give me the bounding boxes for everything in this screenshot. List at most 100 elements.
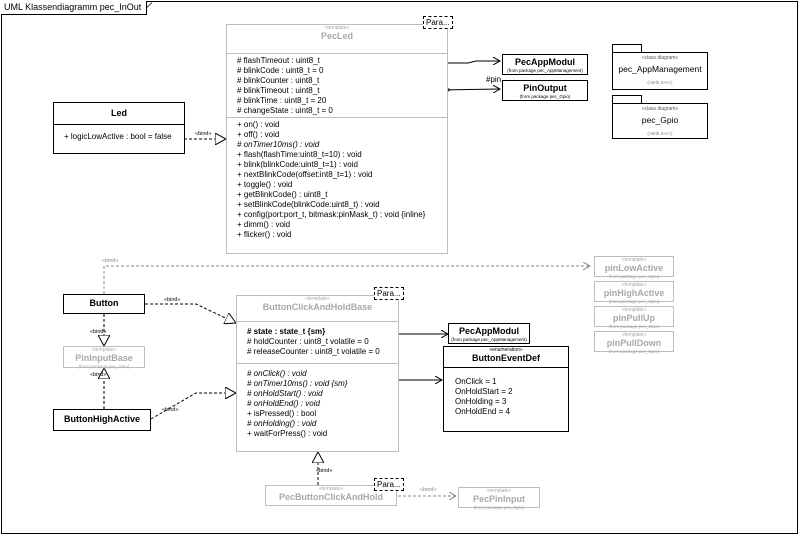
attribute: # flashTimeout : uint8_t	[237, 56, 320, 65]
class-name: PecButtonClickAndHold	[278, 492, 383, 502]
class-led[interactable]: Led + logicLowActive : bool = false	[53, 102, 185, 154]
package-origin: (from package pec_Gpio)	[473, 505, 525, 510]
enum-literal: OnHoldStart = 2	[455, 387, 513, 396]
class-name: PecLed	[320, 31, 353, 41]
package-name: pec_Gpio	[641, 115, 679, 125]
class-buttonclickandholdbase[interactable]: «template» ButtonClickAndHoldBase # stat…	[236, 295, 399, 452]
class-button[interactable]: Button	[63, 294, 145, 314]
class-stereotype: «template»	[318, 486, 344, 492]
attribute-list: # flashTimeout : uint8_t # blinkCode : u…	[227, 54, 447, 118]
bind-label: «bind»	[90, 372, 107, 378]
class-pinpulldown[interactable]: «template» pinPullDown (from package pec…	[594, 331, 674, 354]
package-tab	[612, 95, 642, 104]
edge-pecled-to-appmodul	[447, 61, 500, 63]
class-name: pinPullUp	[613, 313, 655, 323]
operation: + blink(blinkCode:uint8_t=1) : void	[237, 160, 358, 169]
operation: + flicker() : void	[237, 230, 292, 239]
operation: + on() : void	[237, 120, 280, 129]
package-footer: (Attrib 0>>>)	[647, 80, 673, 85]
attribute: # holdCounter : uint8_t volatile = 0	[247, 337, 369, 346]
package-name: pec_AppManagement	[618, 64, 702, 74]
package-origin: (from package pec_Gpio)	[608, 349, 660, 354]
package-pec-appmanagement[interactable]: «class diagram» pec_AppManagement (Attri…	[612, 52, 708, 90]
class-name: ButtonClickAndHoldBase	[262, 302, 373, 312]
operation: + dimm() : void	[237, 220, 291, 229]
operation: + flash(flashTime:uint8_t=10) : void	[237, 150, 362, 159]
package-origin: (from package pec_Gpio)	[608, 324, 660, 329]
class-name: PecPinInput	[472, 494, 525, 504]
attribute: # blinkCode : uint8_t = 0	[237, 66, 324, 75]
operation: # onHoldEnd() : void	[247, 399, 320, 408]
class-pecbuttonclickandhold[interactable]: «template» PecButtonClickAndHold	[265, 485, 397, 506]
package-origin: (from package pec_Gpio)	[519, 94, 571, 99]
template-parameter: Para...	[374, 287, 404, 300]
attribute: # blinkCounter : uint8_t	[237, 76, 320, 85]
class-pecled[interactable]: «template» PecLed # flashTimeout : uint8…	[226, 24, 448, 254]
operation: + isPressed() : bool	[247, 409, 317, 418]
class-buttonhighactive[interactable]: ButtonHighActive	[53, 409, 151, 431]
enum-literal: OnHoldEnd = 4	[455, 407, 510, 416]
class-pinpullup[interactable]: «template» pinPullUp (from package pec_G…	[594, 306, 674, 329]
attribute: # blinkTime : uint8_t = 20	[237, 96, 327, 105]
class-pecappmodul-mid[interactable]: PecAppModul (from package pec_AppManagem…	[448, 323, 530, 344]
class-buttoneventdef[interactable]: «enumeration» ButtonEventDef OnClick = 1…	[443, 346, 569, 432]
bind-label: «bind»	[195, 131, 212, 137]
edge-bha-bind-bcah	[150, 393, 236, 420]
operation: + setBlinkCode(blinkCode:uint8_t) : void	[237, 200, 380, 209]
operation: # onClick() : void	[247, 369, 307, 378]
operation-list: # onClick() : void # onTimer10ms() : voi…	[237, 364, 398, 441]
template-parameter: Para...	[423, 16, 453, 29]
class-stereotype: «template»	[621, 332, 647, 338]
class-stereotype: «enumeration»	[489, 347, 523, 353]
class-stereotype: «template»	[324, 25, 350, 31]
class-pinhighactive[interactable]: «template» pinHighActive (from package p…	[594, 281, 674, 304]
attribute-list: + logicLowActive : bool = false	[54, 125, 184, 144]
package-origin: (from package pec_Gpio)	[608, 299, 660, 304]
package-stereotype: «class diagram»	[641, 106, 679, 112]
package-pec-gpio[interactable]: «class diagram» pec_Gpio (Attrib 0>>>)	[612, 103, 708, 139]
class-stereotype: «template»	[305, 296, 330, 302]
package-origin: (from package pec_Gpio)	[78, 364, 130, 369]
package-tab	[612, 44, 642, 53]
bind-label: «bind»	[316, 468, 333, 474]
class-pinlowactive[interactable]: «template» pinLowActive (from package pe…	[594, 256, 674, 279]
operation: + toggle() : void	[237, 180, 293, 189]
operation: # onHolding() : void	[247, 419, 317, 428]
operation: + waitForPress() : void	[247, 429, 328, 438]
operation: # onTimer10ms() : void	[237, 140, 320, 149]
bind-label: «bind»	[420, 487, 437, 493]
operation: # onHoldStart() : void	[247, 389, 323, 398]
operation: + off() : void	[237, 130, 280, 139]
class-name: Button	[89, 298, 119, 308]
class-name: Led	[110, 108, 127, 118]
class-stereotype: «template»	[486, 488, 512, 494]
class-name: pinLowActive	[604, 263, 664, 273]
class-name: PecAppModul	[459, 326, 519, 336]
operation: + nextBlinkCode(offset:int8_t=1) : void	[237, 170, 373, 179]
bind-label: «bind»	[162, 407, 179, 413]
package-origin: (from package pec_AppManagement)	[451, 337, 527, 342]
class-pecpininput[interactable]: «template» PecPinInput (from package pec…	[458, 487, 540, 510]
operation: + config(port:port_t, bitmask:pinMask_t)…	[237, 210, 426, 219]
class-name: PinInputBase	[75, 353, 133, 363]
bind-label: «bind»	[90, 329, 107, 335]
class-stereotype: «template»	[621, 282, 647, 288]
class-name: PinOutput	[523, 83, 567, 93]
class-name: ButtonEventDef	[472, 353, 540, 363]
edge-button-bind-pinlowactive	[103, 266, 590, 294]
package-footer: (Attrib 0>>>)	[647, 131, 673, 136]
literal-list: OnClick = 1 OnHoldStart = 2 OnHolding = …	[444, 368, 568, 419]
operation-list: + on() : void + off() : void # onTimer10…	[227, 118, 447, 242]
edge-pecled-to-pinoutput	[438, 89, 500, 90]
bind-label: «bind»	[164, 297, 181, 303]
class-name: ButtonHighActive	[64, 414, 140, 424]
attribute: + logicLowActive : bool = false	[64, 132, 172, 141]
class-name: pinHighActive	[603, 288, 665, 298]
class-pinoutput[interactable]: PinOutput (from package pec_Gpio)	[502, 80, 588, 101]
attribute: # blinkTimeout : uint8_t	[237, 86, 320, 95]
package-origin: (from package pec_AppManagement)	[507, 68, 583, 73]
class-pecappmodul-top[interactable]: PecAppModul (from package pec_AppManagem…	[502, 54, 588, 75]
class-pininputbase[interactable]: «template» PinInputBase (from package pe…	[63, 346, 145, 369]
